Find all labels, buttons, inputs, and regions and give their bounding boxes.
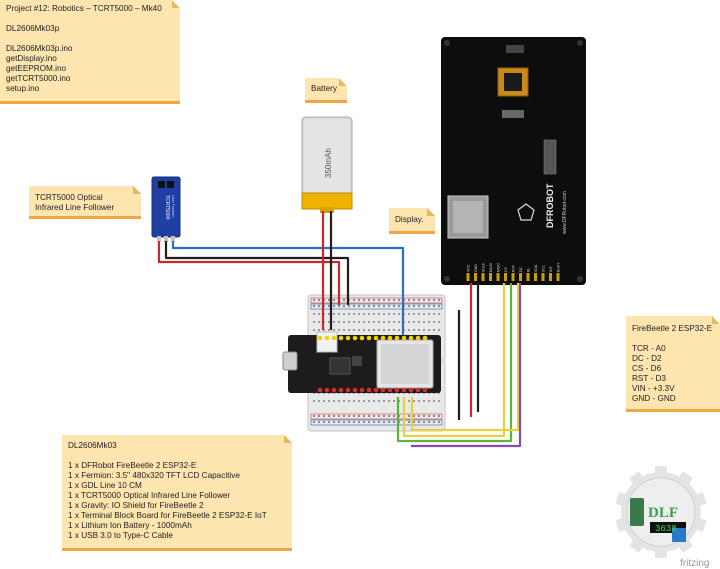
note-line: GND - GND: [632, 394, 676, 403]
display-pin-label: GND: [474, 264, 478, 272]
display-pin-label: SCLK: [482, 262, 486, 272]
display-pin-label: VCC: [467, 264, 471, 272]
wire-sensor-signal: [171, 241, 405, 335]
display-pin-label: MOSI: [489, 263, 493, 272]
note-line: Battery: [311, 84, 337, 93]
note-line: DL2606Mk03p.ino: [6, 44, 73, 53]
note-line: getDisplay.ino: [6, 54, 57, 63]
note-line: 1 x GDL Line 10 CM: [68, 481, 142, 490]
firebeetle-board: [282, 331, 441, 393]
display-note: Display.: [389, 208, 435, 234]
display-pin-label: RST: [512, 264, 516, 272]
note-line: DL2606Mk03p: [6, 24, 60, 33]
note-line: 1 x Fermion: 3.5" 480x320 TFT LCD Capaci…: [68, 471, 240, 480]
note-line: DL2606Mk03: [68, 441, 117, 450]
dlf-logo: DLF 3638: [615, 466, 707, 558]
note-line: 1 x Lithium Ion Battery - 1000mAh: [68, 521, 192, 530]
note-line: VIN - +3.3V: [632, 384, 675, 393]
display-brand-label: DFROBOT: [545, 183, 555, 228]
bom-note: DL2606Mk03 1 x DFRobot FireBeetle 2 ESP32…: [62, 435, 292, 551]
note-line: Infrared Line Follower: [35, 203, 115, 212]
wire-display-dc: [396, 283, 513, 443]
note-line: 1 x TCRT5000 Optical Infrared Line Follo…: [68, 491, 231, 500]
sensor-label: TCRT5000: [164, 195, 170, 220]
logo-text: DLF: [648, 505, 678, 521]
display-pin-label: DC: [519, 266, 523, 272]
note-line: [68, 451, 286, 461]
display-pin-label: BL: [527, 268, 531, 272]
sensor-sub-label: Line Tracker: [171, 195, 176, 218]
note-line: getEEPROM.ino: [6, 64, 67, 73]
battery-capacity-label: 350mAh: [324, 148, 333, 178]
note-line: setup.ino: [6, 84, 40, 93]
note-line: [6, 14, 174, 24]
usb-c-port: [282, 351, 298, 371]
wire-display-misc: [411, 283, 522, 448]
note-line: [632, 334, 714, 344]
tcrt5000-sensor: TCRT5000 Line Tracker: [151, 176, 181, 242]
battery: 350mAh: [301, 116, 353, 213]
wire-sensor-gnd: [164, 241, 350, 305]
note-line: CS - D6: [632, 364, 662, 373]
note-line: RST - D3: [632, 374, 666, 383]
display-pin-label: SDA: [534, 264, 538, 272]
note-line: TCR - A0: [632, 344, 666, 353]
fritzing-credit: fritzing: [680, 558, 709, 569]
display-url-label: www.DFRobot.com: [562, 191, 568, 234]
battery-note: Battery: [305, 78, 347, 103]
note-line: 1 x Gravity: IO Shield for FireBeetle 2: [68, 501, 204, 510]
battery-connector: [316, 331, 338, 353]
logo-counter: 3638: [655, 524, 677, 534]
note-line: Project #12: Robotics – TCRT5000 – Mk40: [6, 4, 162, 13]
note-line: 1 x Terminal Block Board for FireBeetle …: [68, 511, 267, 520]
note-line: DC - D2: [632, 354, 662, 363]
note-line: FireBeetle 2 ESP32-E: [632, 324, 713, 333]
display-pin-label: INT: [549, 266, 553, 273]
note-line: 1 x USB 3.0 to Type-C Cable: [68, 531, 173, 540]
wire-sensor-vcc: [157, 241, 341, 305]
wire-display-cs: [402, 283, 506, 438]
display-pin-label: BUSY: [557, 262, 561, 272]
wires: [157, 211, 522, 448]
display-pin-label: MISO: [497, 263, 501, 272]
note-line: TCRT5000 Optical: [35, 193, 103, 202]
note-line: [6, 34, 174, 44]
note-line: getTCRT5000.ino: [6, 74, 71, 83]
note-line: 1 x DFRobot FireBeetle 2 ESP32-E: [68, 461, 197, 470]
note-line: Display.: [395, 215, 424, 224]
display-pin-label: SCL: [542, 265, 546, 272]
display-pin-label: CS: [504, 266, 508, 272]
wire-display-rst: [410, 283, 520, 432]
